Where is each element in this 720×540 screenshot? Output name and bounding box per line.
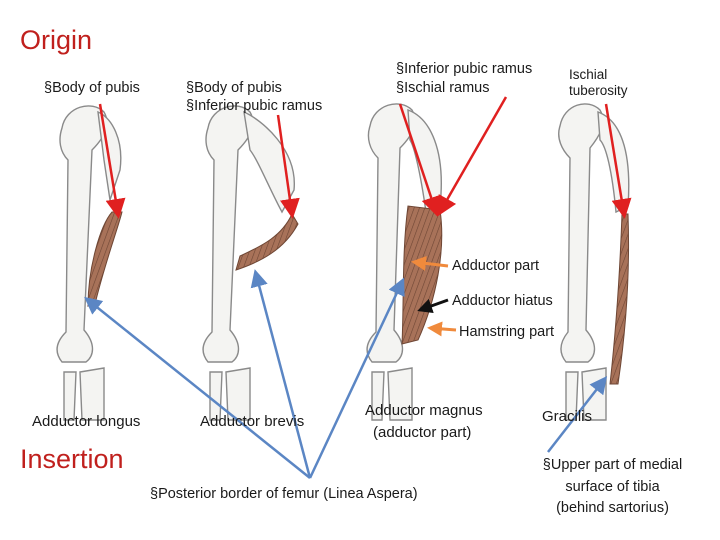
adductor-hiatus-pointer (417, 298, 449, 314)
adductor-hiatus-label: Adductor hiatus (452, 293, 553, 309)
adductor-brevis-muscle (235, 212, 299, 271)
origin-label-brevis-2: §Inferior pubic ramus (186, 98, 323, 114)
femur-figure-longus (56, 105, 122, 421)
origin-label-longus: §Body of pubis (44, 80, 140, 96)
femur-figure-brevis (202, 105, 295, 421)
origin-arrow-gracilis (604, 103, 632, 219)
hamstring-part-label: Hamstring part (459, 324, 555, 340)
origin-arrow-magnus-2 (437, 96, 508, 217)
muscle-name-magnus-1: Adductor magnus (365, 402, 483, 419)
origin-arrow-longus (98, 103, 126, 219)
hamstring-part-pointer (427, 321, 457, 337)
origin-arrow-brevis (276, 114, 300, 219)
adductor-part-label: Adductor part (452, 258, 540, 274)
origin-title: Origin (20, 25, 93, 55)
origin-label-brevis-1: §Body of pubis (186, 80, 282, 96)
insertion-arrow-brevis (250, 269, 312, 479)
insertion-label-femur: §Posterior border of femur (Linea Aspera… (150, 486, 418, 502)
muscle-name-magnus-2: (adductor part) (373, 424, 472, 441)
femur-figure-magnus (366, 103, 442, 421)
adductor-part-pointer (411, 255, 449, 271)
muscle-name-gracilis: Gracilis (542, 408, 593, 425)
muscle-name-longus: Adductor longus (32, 413, 141, 430)
insertion-label-tibia-3: (behind sartorius) (556, 500, 669, 516)
gracilis-muscle (609, 213, 629, 385)
origin-label-magnus-2: §Ischial ramus (396, 80, 490, 96)
insertion-label-tibia-2: surface of tibia (565, 479, 660, 495)
origin-label-gracilis-1: Ischial (569, 67, 608, 82)
adductor-magnus-muscle (401, 205, 443, 345)
insertion-arrow-longus (84, 296, 311, 479)
origin-label-gracilis-2: tuberosity (569, 83, 628, 98)
origin-arrow-magnus-1 (398, 103, 441, 217)
origin-label-magnus-1: §Inferior pubic ramus (396, 61, 533, 77)
insertion-arrow-magnus (308, 277, 405, 479)
muscle-name-brevis: Adductor brevis (200, 413, 305, 430)
insertion-arrow-gracilis (547, 376, 608, 453)
insertion-title: Insertion (20, 444, 124, 474)
insertion-label-tibia-1: §Upper part of medial (542, 457, 683, 473)
adductor-longus-muscle (87, 211, 123, 308)
